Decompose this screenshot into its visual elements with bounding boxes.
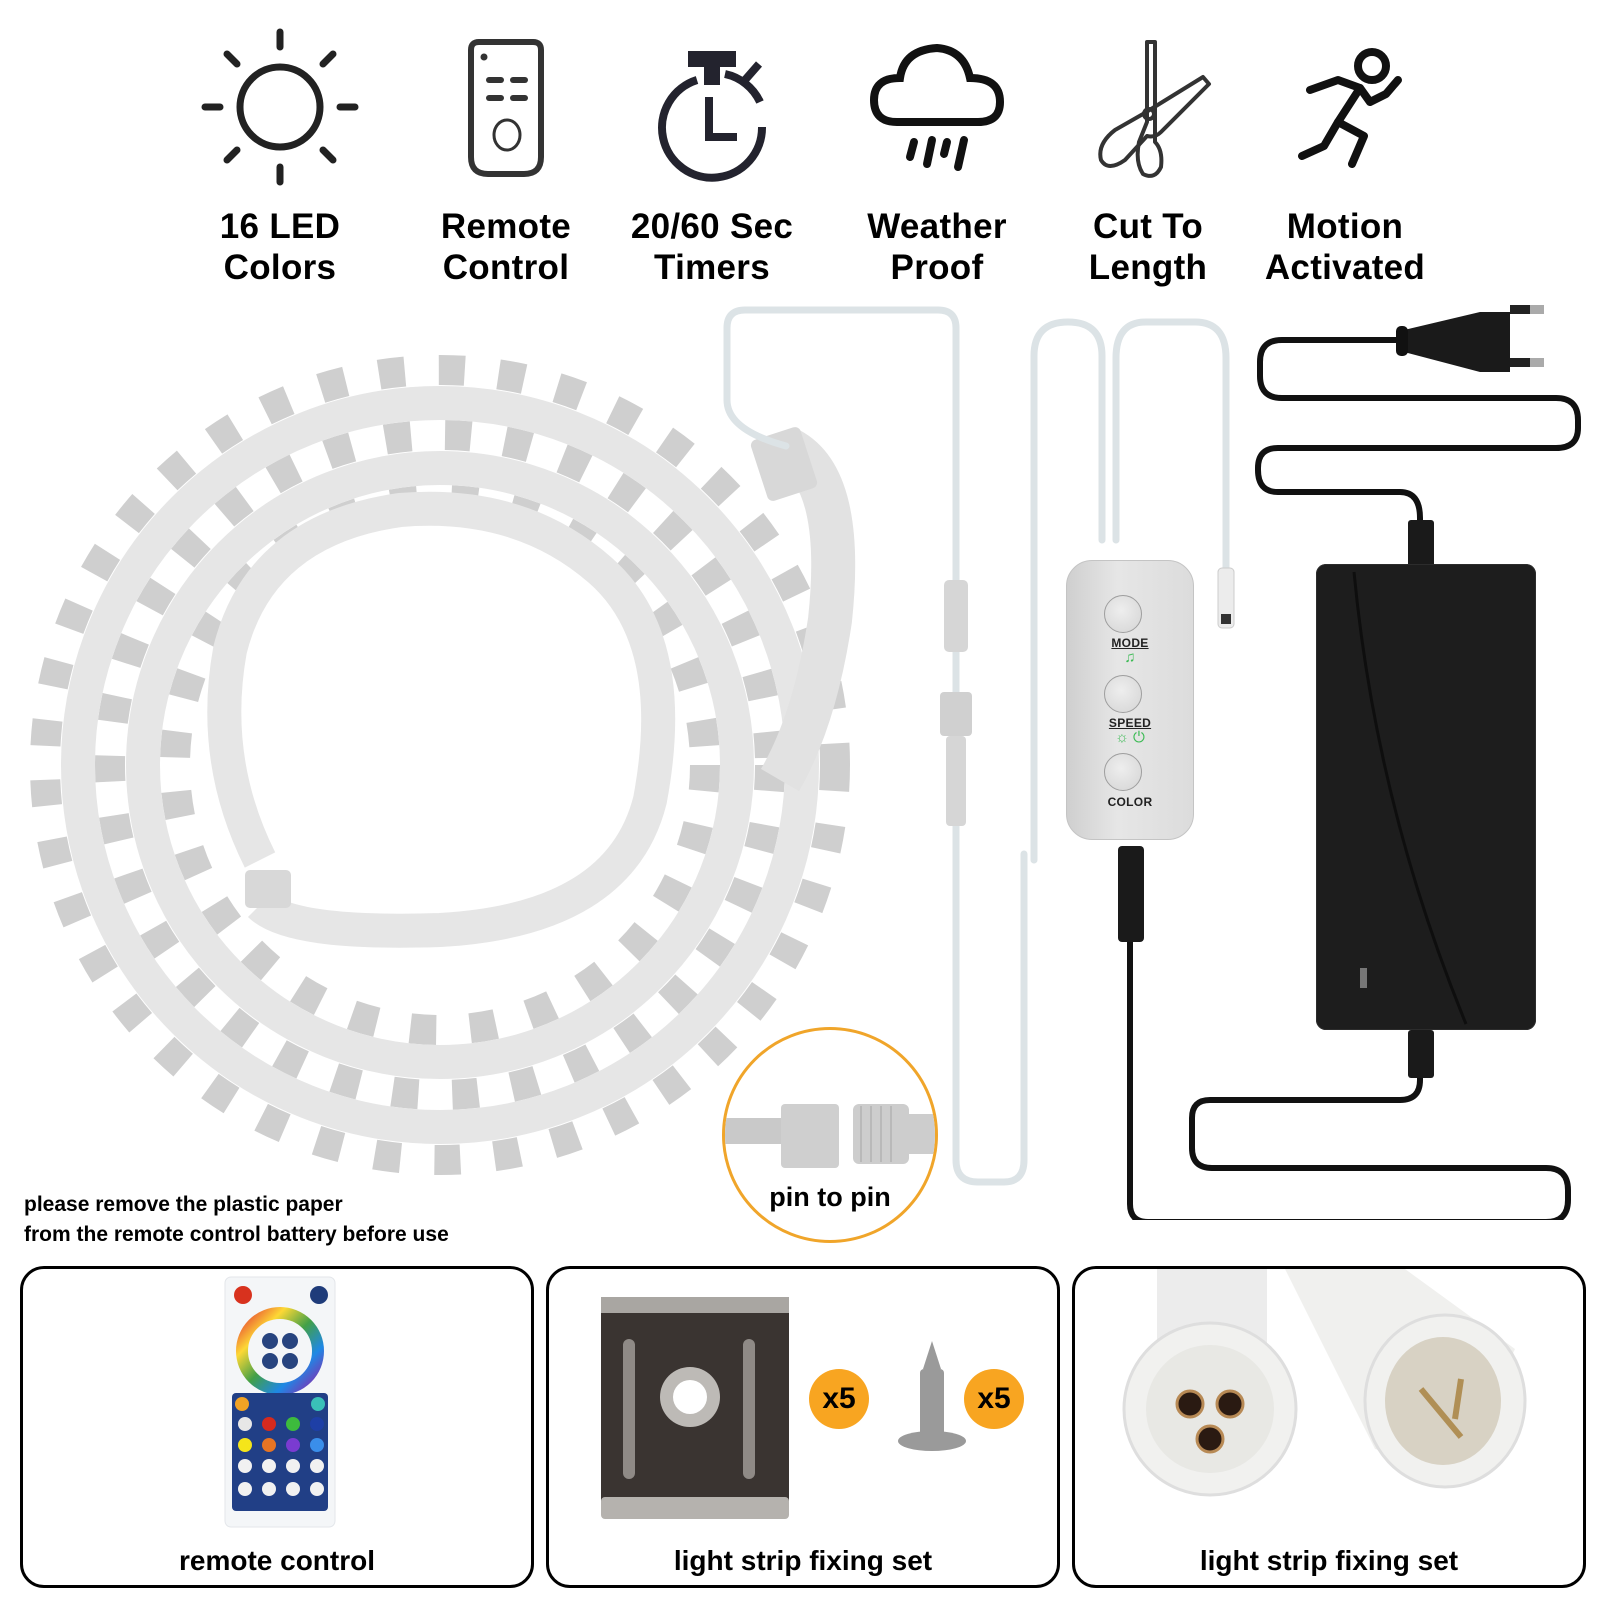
feature-label: Weather Proof xyxy=(827,206,1047,288)
feature-label-line: 20/60 Sec xyxy=(630,207,794,246)
remote-control-image xyxy=(224,1276,336,1528)
stopwatch-icon xyxy=(658,51,767,182)
music-note-icon: ♫ xyxy=(1124,649,1136,666)
feature-label: Motion Activated xyxy=(1235,206,1455,288)
feature-weatherproof: Weather Proof xyxy=(827,22,1047,288)
connector-pair-image xyxy=(725,1104,935,1168)
feature-remote-control: Remote Control xyxy=(396,22,616,288)
feature-label: Remote Control xyxy=(396,206,616,288)
feature-label-line: Weather xyxy=(867,207,1007,246)
feature-label-line: 16 LED xyxy=(219,207,341,246)
feature-label-line: Colors xyxy=(223,248,337,287)
speed-button[interactable] xyxy=(1104,675,1142,713)
led-controller-box: MODE ♫ SPEED ☼ ⏻ COLOR xyxy=(1066,560,1194,840)
running-person-icon xyxy=(1298,48,1402,168)
feature-label-line: Length xyxy=(1088,248,1208,287)
feature-label-line: Activated xyxy=(1264,248,1426,287)
waterproof-connector-image xyxy=(1122,1269,1527,1497)
feature-label-line: Remote xyxy=(440,207,572,246)
feature-label-line: Motion xyxy=(1286,207,1404,246)
rain-cloud-icon xyxy=(869,43,1005,171)
note-line: from the remote control battery before u… xyxy=(24,1223,449,1246)
quantity-badge: x5 xyxy=(809,1369,869,1429)
panel-connectors: light strip fixing set xyxy=(1072,1266,1586,1588)
screw-icon xyxy=(898,1341,966,1451)
adapter-curve-line xyxy=(1352,571,1468,1025)
feature-led-colors: 16 LED Colors xyxy=(170,22,390,288)
panel-remote-control: remote control xyxy=(20,1266,534,1588)
feature-cut-to-length: Cut To Length xyxy=(1038,22,1258,288)
feature-label-line: Timers xyxy=(654,248,770,287)
panel-caption: light strip fixing set xyxy=(673,1545,933,1576)
product-illustration xyxy=(30,305,1581,1220)
mounting-clip-image xyxy=(601,1297,966,1519)
eu-plug xyxy=(1396,305,1544,372)
mode-button[interactable] xyxy=(1104,595,1142,633)
pin-to-pin-callout: pin to pin xyxy=(722,1027,938,1243)
feature-timers: 20/60 Sec Timers xyxy=(602,22,822,288)
sun-icon xyxy=(201,28,359,186)
panel-caption: light strip fixing set xyxy=(1199,1545,1459,1576)
brightness-power-icon: ☼ ⏻ xyxy=(1115,729,1145,746)
color-label: COLOR xyxy=(1107,795,1153,809)
feature-motion-activated: Motion Activated xyxy=(1235,22,1455,288)
feature-label-line: Cut To xyxy=(1093,207,1203,246)
feature-label: 16 LED Colors xyxy=(170,206,390,288)
inline-connector xyxy=(944,580,968,652)
battery-note: please remove the plastic paper from the… xyxy=(24,1190,449,1250)
feature-label: Cut To Length xyxy=(1038,206,1258,288)
pin-to-pin-label: pin to pin xyxy=(769,1182,891,1212)
feature-label: 20/60 Sec Timers xyxy=(602,206,822,288)
mode-label: MODE xyxy=(1111,636,1149,650)
note-line: please remove the plastic paper xyxy=(24,1193,343,1216)
speed-label: SPEED xyxy=(1108,716,1152,730)
power-adapter xyxy=(1316,564,1536,1030)
feature-label-line: Control xyxy=(442,248,570,287)
panel-fixing-clips: x5 x5 light strip fixing set xyxy=(546,1266,1060,1588)
remote-control-icon xyxy=(468,39,544,177)
feature-label-line: Proof xyxy=(890,248,984,287)
color-button[interactable] xyxy=(1104,753,1142,791)
panel-caption: remote control xyxy=(178,1545,376,1576)
led-strip-coil xyxy=(30,355,856,1175)
scissors-icon xyxy=(1098,40,1211,178)
quantity-badge: x5 xyxy=(964,1369,1024,1429)
